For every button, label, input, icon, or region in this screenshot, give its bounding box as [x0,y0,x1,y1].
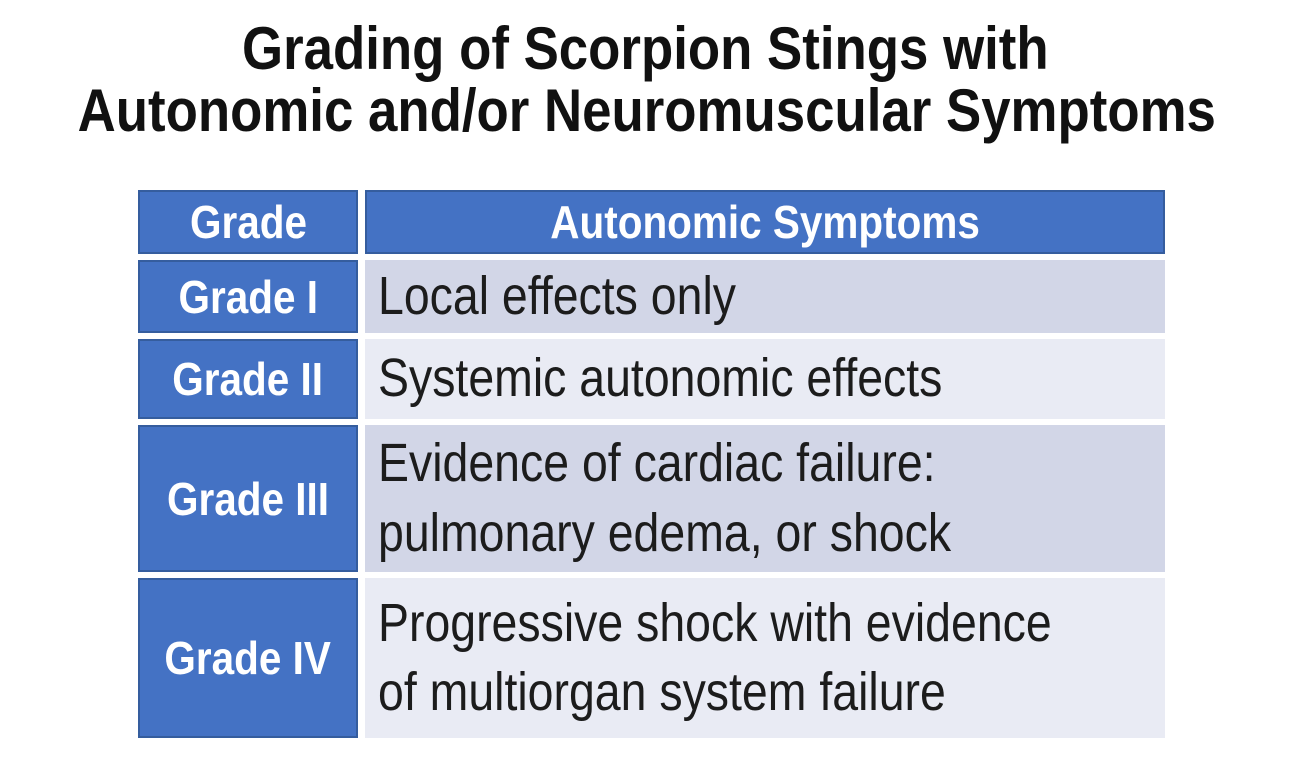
symptom-cell-1-text: Local effects only [378,265,736,326]
table-row-grade-4: Grade IV Progressive shock with evidence… [138,578,1165,738]
symptom-cell-4-text: Progressive shock with evidence of multi… [378,592,1052,722]
column-header-grade-label: Grade [189,196,307,248]
page-title-line-1: Grading of Scorpion Stings with [0,18,1290,80]
column-header-grade: Grade [138,190,358,254]
symptom-cell-2-text: Systemic autonomic effects [378,348,943,409]
symptom-cell-4: Progressive shock with evidence of multi… [365,578,1165,738]
page-title-line-1-text: Grading of Scorpion Stings with [241,15,1049,82]
symptom-cell-2: Systemic autonomic effects [365,339,1165,419]
grade-cell-3-label: Grade III [166,472,329,525]
page-title-line-2-text: Autonomic and/or Neuromuscular Symptoms [77,77,1216,144]
grade-cell-4-label: Grade IV [164,632,332,684]
grade-cell-1: Grade I [138,260,358,333]
table-row-grade-1: Grade I Local effects only [138,260,1165,333]
grade-cell-2-label: Grade II [172,353,324,405]
grading-table: Grade Autonomic Symptoms Grade I Local e… [131,184,1172,744]
page-title: Grading of Scorpion Stings with Autonomi… [0,0,1290,142]
grade-cell-2: Grade II [138,339,358,419]
table-row-grade-2: Grade II Systemic autonomic effects [138,339,1165,419]
grade-cell-1-label: Grade I [178,270,318,323]
column-header-autonomic-symptoms: Autonomic Symptoms [365,190,1165,254]
table-row-grade-3: Grade III Evidence of cardiac failure: p… [138,425,1165,572]
page-title-line-2: Autonomic and/or Neuromuscular Symptoms [0,80,1290,142]
symptom-cell-3: Evidence of cardiac failure: pulmonary e… [365,425,1165,572]
grade-cell-4: Grade IV [138,578,358,738]
symptom-cell-1: Local effects only [365,260,1165,333]
grade-cell-3: Grade III [138,425,358,572]
column-header-autonomic-symptoms-label: Autonomic Symptoms [550,196,980,248]
table-header-row: Grade Autonomic Symptoms [138,190,1165,254]
symptom-cell-3-text: Evidence of cardiac failure: pulmonary e… [378,433,952,563]
